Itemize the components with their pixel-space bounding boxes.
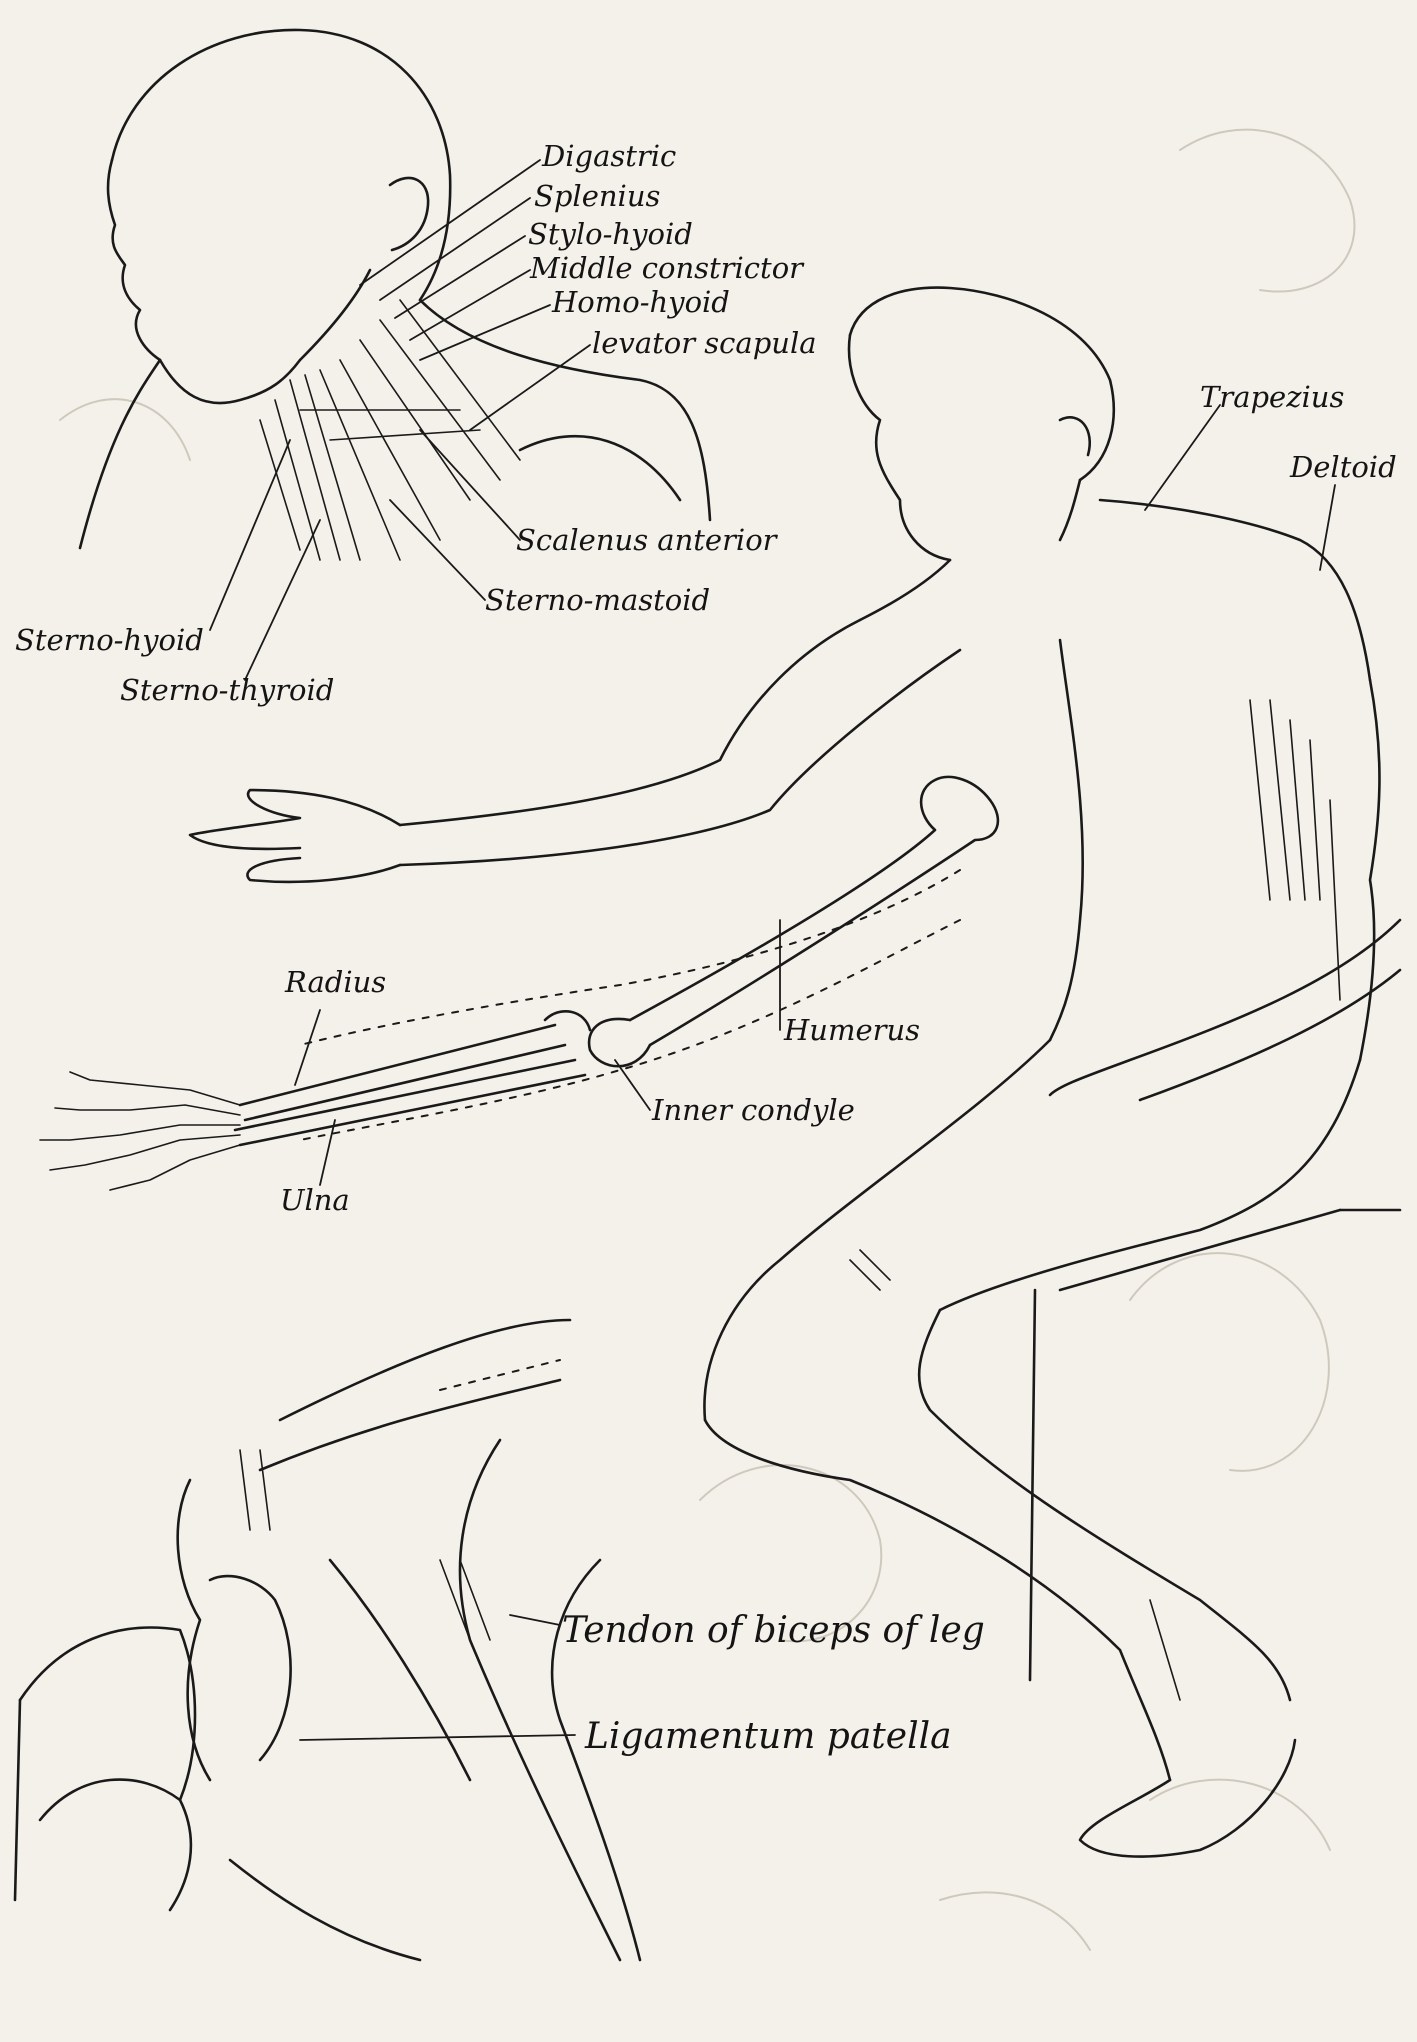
label-scalenus-anterior: Scalenus anterior [516, 523, 779, 557]
label-splenius: Splenius [534, 179, 660, 213]
label-homo-hyoid: Homo-hyoid [551, 285, 730, 319]
label-sterno-hyoid: Sterno-hyoid [15, 623, 204, 657]
label-trapezius: Trapezius [1200, 380, 1344, 414]
label-middle-constrictor: Middle constrictor [529, 251, 805, 285]
label-radius: Radius [284, 965, 386, 999]
label-stylo-hyoid: Stylo-hyoid [528, 217, 693, 251]
seated-label-leaders [1145, 405, 1335, 570]
knee-closeup-figure [15, 1320, 640, 1960]
label-digastric: Digastric [541, 139, 676, 173]
label-levator-scapula: levator scapula [592, 326, 817, 360]
label-inner-condyle: Inner condyle [651, 1093, 855, 1127]
label-ulna: Ulna [280, 1183, 350, 1217]
label-sterno-mastoid: Sterno-mastoid [485, 583, 710, 617]
label-sterno-thyroid: Sterno-thyroid [120, 673, 334, 707]
anatomy-labels: Digastric Splenius Stylo-hyoid Middle co… [15, 139, 1397, 1757]
label-tendon-biceps-leg: Tendon of biceps of leg [562, 1610, 985, 1651]
show-through-background [60, 130, 1354, 1950]
label-ligamentum-patella: Ligamentum patella [584, 1716, 952, 1757]
label-humerus: Humerus [783, 1013, 920, 1047]
arm-bones-figure [40, 777, 998, 1190]
label-deltoid: Deltoid [1289, 450, 1397, 484]
